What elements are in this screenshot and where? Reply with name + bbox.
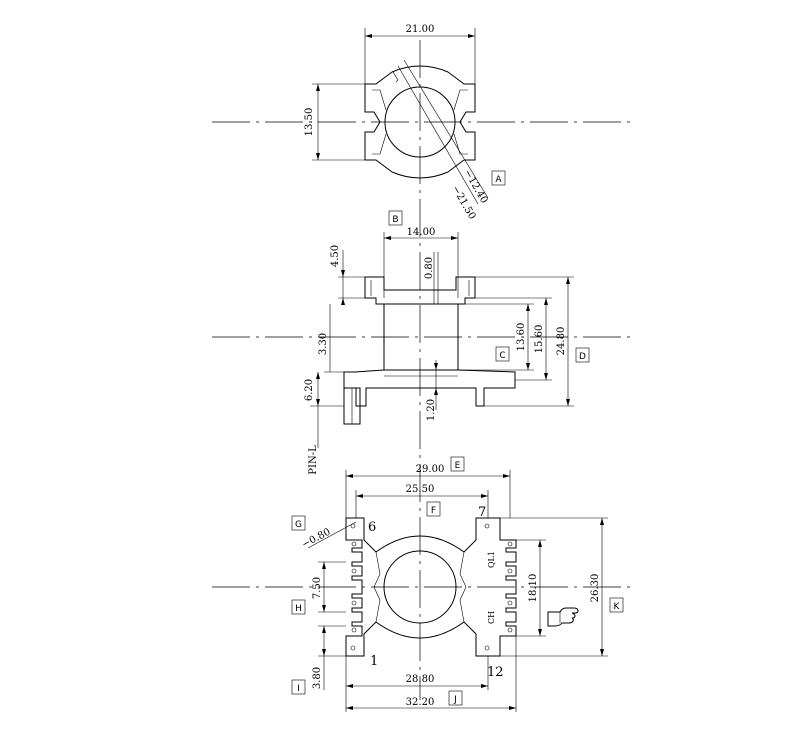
label-b-box <box>388 210 403 226</box>
wall-dim: 0.80 <box>424 257 435 279</box>
marking-ql1: QL1 <box>487 551 496 568</box>
pin-dim: 6.20 <box>304 379 315 401</box>
pin-number-1: 1 <box>370 654 378 669</box>
width-25-dim: 25.50 <box>406 484 435 495</box>
width-29-dim: 29.00 <box>416 464 445 475</box>
top-view-bore <box>384 86 456 158</box>
label-f-box <box>426 501 441 517</box>
pointing-hand-icon <box>547 607 579 627</box>
label-a: A <box>495 175 502 185</box>
pin-label: PIN-L <box>308 445 319 475</box>
base-dim: 1.20 <box>426 399 437 421</box>
bottom-view-bore <box>383 550 457 624</box>
side-width-dim: 14.00 <box>407 227 436 238</box>
gap-dim: 3.30 <box>318 333 329 355</box>
top-height-dim: 13.50 <box>304 108 315 137</box>
label-e: E <box>455 461 461 471</box>
label-g: G <box>295 520 302 530</box>
label-a-box <box>491 170 506 186</box>
overall-height-dim: 26.30 <box>590 574 601 603</box>
label-d-box <box>575 347 590 363</box>
label-g-box <box>291 515 306 531</box>
label-h-box <box>291 599 306 615</box>
width-288-dim: 28.80 <box>406 674 435 685</box>
label-c-box <box>495 346 510 362</box>
label-c: C <box>499 351 505 361</box>
inner-height-dim: 15.60 <box>534 325 545 354</box>
top-view-body <box>364 65 476 179</box>
pin-hole <box>350 523 356 529</box>
row-dim: 3.80 <box>312 667 323 689</box>
pitch-dim: 7.50 <box>312 577 323 599</box>
label-b: B <box>392 215 398 225</box>
label-j-box <box>448 690 463 706</box>
total-height-dim: 24.80 <box>556 327 567 356</box>
label-j: J <box>453 695 457 705</box>
pin-number-7: 7 <box>478 505 486 520</box>
label-e-box <box>450 456 465 472</box>
top-width-dim: 21.00 <box>406 24 435 35</box>
label-i-box <box>291 679 306 695</box>
pin-hole <box>484 523 490 529</box>
label-k: K <box>614 602 621 612</box>
flange-dim: 4.50 <box>330 245 341 267</box>
pin-span-dim: 18.10 <box>528 574 539 603</box>
pin-number-6: 6 <box>368 520 376 535</box>
width-322-dim: 32.20 <box>406 697 435 708</box>
pin-number-12: 12 <box>487 665 504 680</box>
label-i: I <box>297 684 300 694</box>
bottom-view: 29.00 E 25.50 F 6 7 1 12 <box>291 456 624 712</box>
winding-dim: 13.60 <box>516 323 527 352</box>
pin-hole <box>350 645 356 651</box>
label-h: H <box>295 604 302 614</box>
pin-hole <box>484 645 490 651</box>
side-view: B 14.00 0.80 4.50 3.30 <box>304 210 590 475</box>
top-view: 21.00 13.50 −12.40 −21.50 A <box>304 24 506 222</box>
label-k-box <box>609 597 624 613</box>
label-d: D <box>579 352 586 362</box>
marking-ch: CH <box>487 611 496 624</box>
label-f: F <box>431 506 436 516</box>
